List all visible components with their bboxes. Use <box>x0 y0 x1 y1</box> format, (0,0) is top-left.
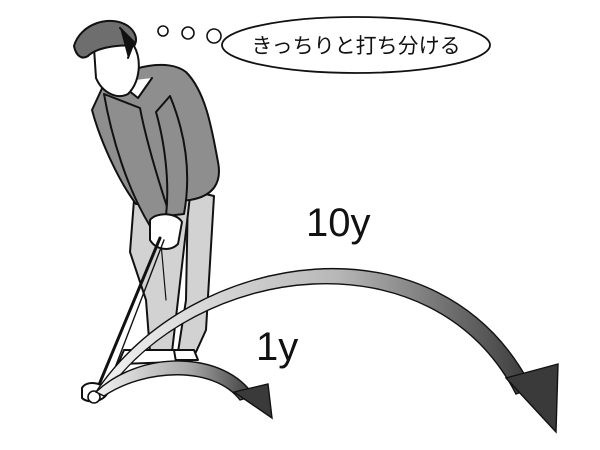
thought-bubble-ellipse <box>221 16 491 74</box>
thought-bubble-text: きっちりと打ち分ける <box>251 34 460 58</box>
trajectory-short-arrowhead <box>232 383 273 420</box>
trajectory-long-arrowhead <box>504 363 559 434</box>
golf-club-shaft <box>94 236 162 394</box>
thought-dot-2 <box>181 26 195 40</box>
short-shot-label: 1y <box>256 325 298 369</box>
thought-dot-3 <box>206 28 222 44</box>
long-shot-label: 10y <box>306 201 371 245</box>
golf-ball <box>87 390 101 404</box>
golfer-hands <box>149 213 183 250</box>
golfer-sunglasses <box>119 27 135 59</box>
thought-bubble: きっちりと打ち分ける <box>157 16 491 74</box>
thought-dot-1 <box>157 25 169 37</box>
trajectory-arrow-short <box>94 360 273 420</box>
trajectory-arrow-long <box>94 267 559 434</box>
golfer-cap <box>73 19 137 59</box>
golf-club-shaft-shadow <box>107 239 165 387</box>
